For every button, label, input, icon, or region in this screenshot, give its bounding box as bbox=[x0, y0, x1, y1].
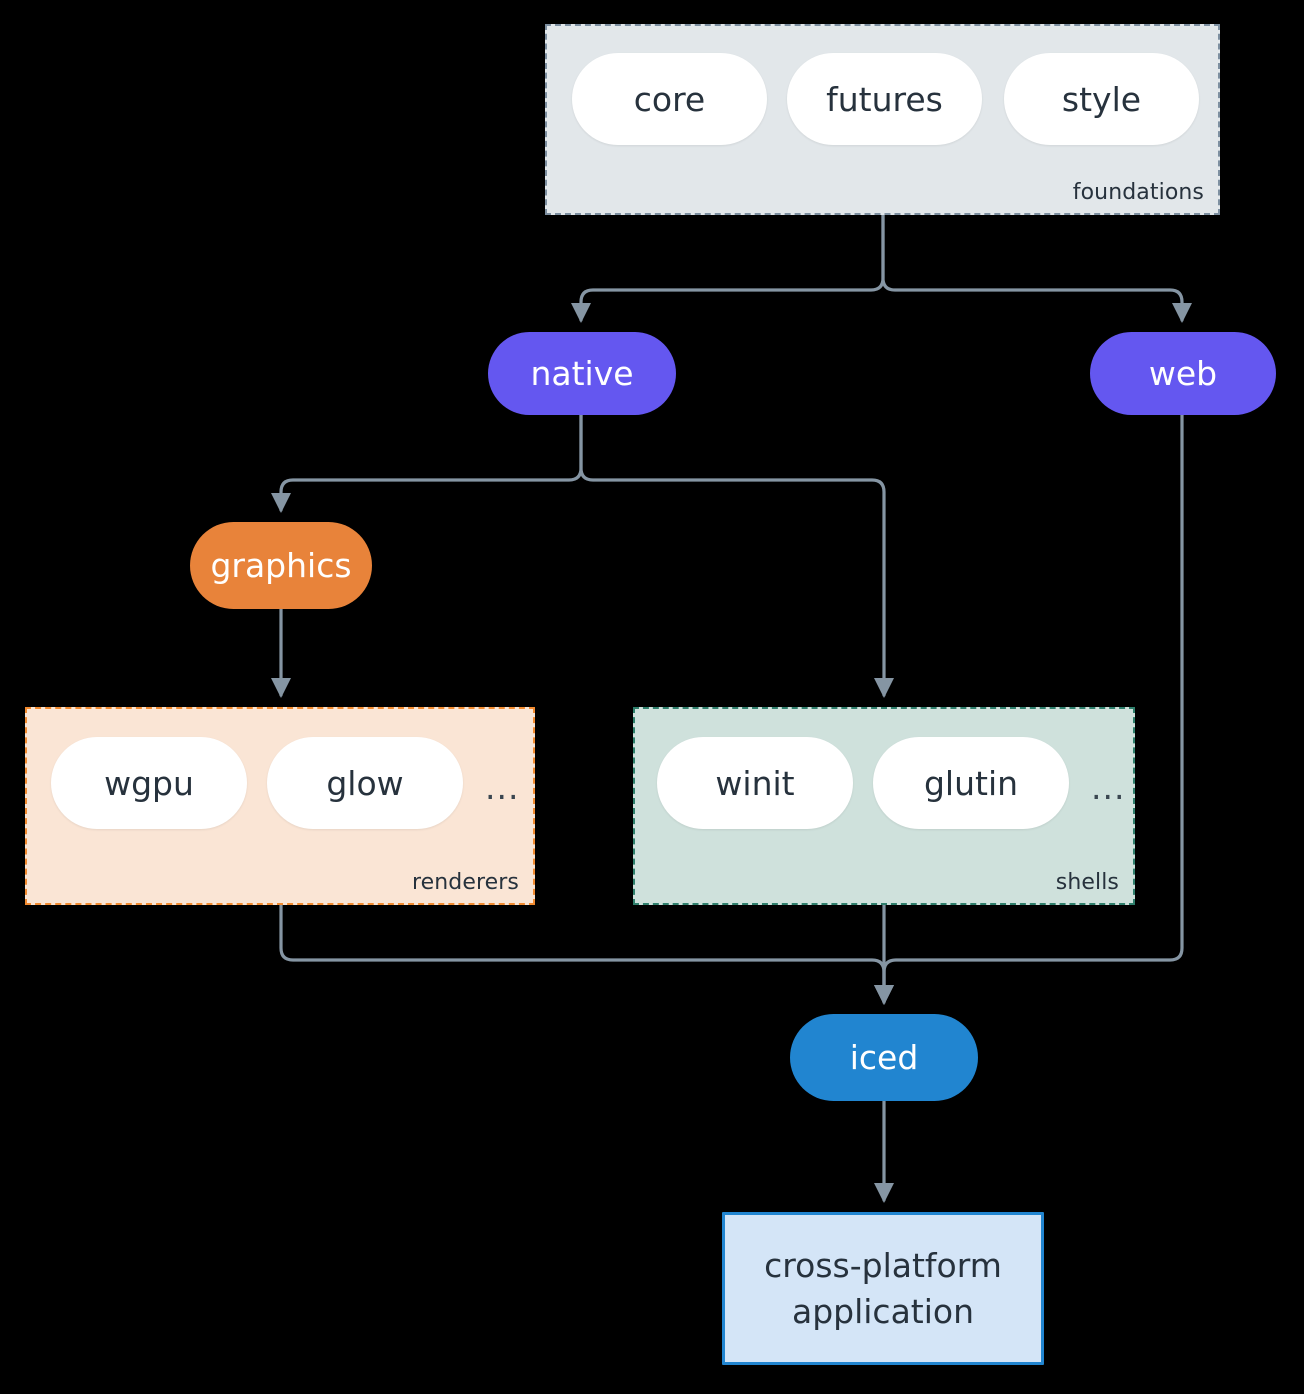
pill-glow-label: glow bbox=[326, 763, 404, 803]
pill-glutin[interactable]: glutin bbox=[873, 737, 1069, 829]
group-shells: winit glutin ... shells bbox=[633, 707, 1135, 905]
group-shells-label: shells bbox=[1055, 870, 1119, 895]
node-graphics[interactable]: graphics bbox=[190, 522, 372, 609]
renderers-more-ellipsis: ... bbox=[485, 768, 520, 807]
pill-style[interactable]: style bbox=[1004, 53, 1199, 145]
application-label-line2: application bbox=[791, 1291, 975, 1331]
pill-core[interactable]: core bbox=[572, 53, 767, 145]
node-iced-label: iced bbox=[849, 1038, 919, 1077]
edge-renderers-iced bbox=[279, 903, 894, 1005]
node-native[interactable]: native bbox=[488, 332, 676, 415]
pill-wgpu-label: wgpu bbox=[104, 763, 194, 803]
pill-winit-label: winit bbox=[715, 763, 795, 803]
pill-wgpu[interactable]: wgpu bbox=[51, 737, 247, 829]
group-foundations: core futures style foundations bbox=[545, 24, 1220, 215]
node-web[interactable]: web bbox=[1090, 332, 1276, 415]
edge-foundations-native bbox=[571, 213, 885, 323]
node-web-label: web bbox=[1148, 354, 1218, 393]
node-cross-platform-application[interactable]: cross-platform application bbox=[722, 1212, 1044, 1365]
group-foundations-label: foundations bbox=[1072, 180, 1204, 205]
pill-core-label: core bbox=[633, 79, 706, 119]
node-iced[interactable]: iced bbox=[790, 1014, 978, 1101]
pill-winit[interactable]: winit bbox=[657, 737, 853, 829]
group-renderers-label: renderers bbox=[411, 870, 519, 895]
pill-glutin-label: glutin bbox=[923, 763, 1019, 803]
node-native-label: native bbox=[530, 354, 634, 393]
edge-native-graphics bbox=[271, 413, 583, 513]
shells-more-ellipsis: ... bbox=[1091, 768, 1126, 807]
group-renderers: wgpu glow ... renderers bbox=[25, 707, 535, 905]
node-graphics-label: graphics bbox=[210, 546, 352, 585]
pill-futures-label: futures bbox=[826, 79, 943, 119]
pill-style-label: style bbox=[1061, 79, 1142, 119]
application-label-line1: cross-platform bbox=[764, 1245, 1002, 1285]
pill-glow[interactable]: glow bbox=[267, 737, 463, 829]
edge-native-shells bbox=[579, 413, 894, 698]
pill-futures[interactable]: futures bbox=[787, 53, 982, 145]
edge-foundations-web bbox=[881, 213, 1192, 323]
